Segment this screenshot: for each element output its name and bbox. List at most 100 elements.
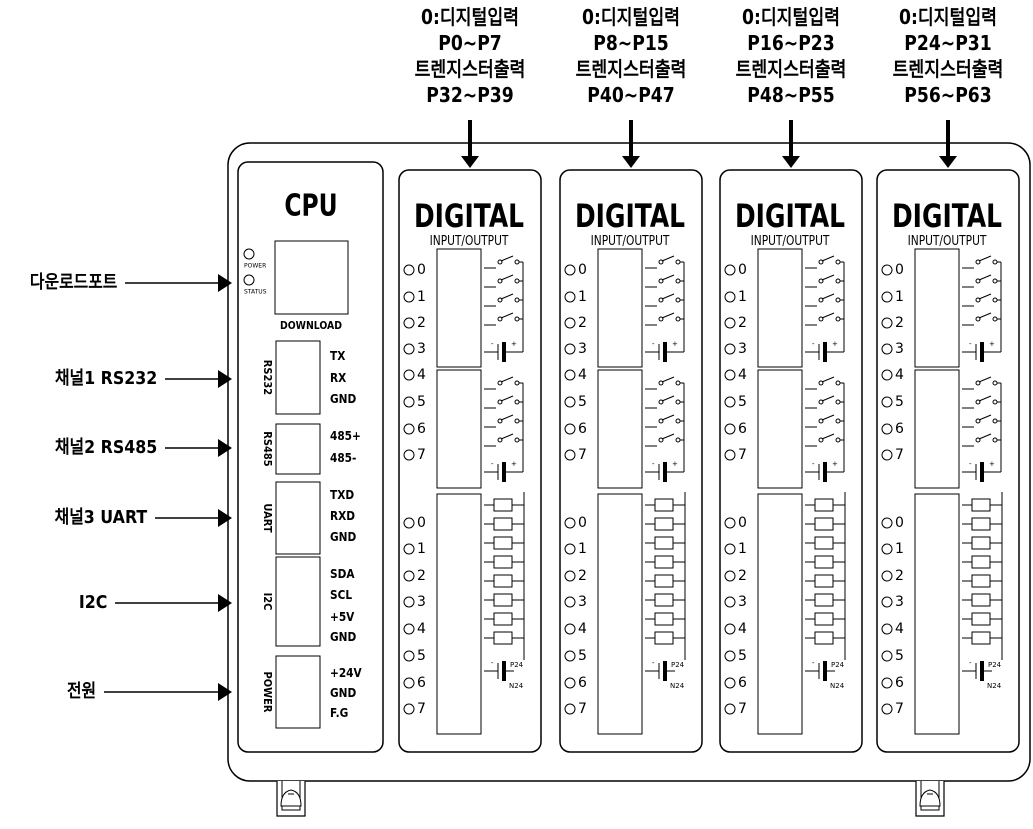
- input-led: [724, 264, 736, 276]
- switch-contact: [835, 418, 841, 424]
- output-led: [403, 543, 415, 555]
- output-led: [724, 703, 736, 715]
- switch-contact: [675, 437, 681, 443]
- output-led: [724, 596, 736, 608]
- load-resistor: [654, 574, 674, 588]
- switch-blade: [821, 255, 835, 262]
- port-name-rs232: RS232: [261, 360, 274, 395]
- battery-sign: +: [832, 340, 838, 348]
- battery-sign: -: [652, 460, 655, 468]
- switch-contact: [992, 316, 998, 322]
- input-led: [564, 449, 576, 461]
- input-number: 6: [895, 421, 904, 437]
- battery-sign: +: [511, 460, 517, 468]
- p24-label: P24: [510, 661, 524, 669]
- header-line: 0:디지털입력: [582, 5, 680, 29]
- switch-blade: [661, 255, 675, 262]
- right-arrow-head: [218, 509, 232, 527]
- pin-label: +5V: [330, 611, 355, 625]
- switch-contact: [675, 297, 681, 303]
- download-port: [274, 240, 349, 315]
- switch-blade: [500, 414, 514, 421]
- input-number: 7: [738, 447, 747, 463]
- mounting-clip-inner: [281, 781, 301, 811]
- switch-contact: [514, 418, 520, 424]
- battery-sign: -: [812, 460, 815, 468]
- pin-label: RXD: [330, 510, 355, 524]
- output-led: [564, 677, 576, 689]
- switch-blade: [500, 376, 514, 383]
- output-led: [564, 543, 576, 555]
- output-led: [724, 677, 736, 689]
- pin-label: GND: [330, 393, 356, 407]
- switch-blade: [661, 376, 675, 383]
- input-number: 3: [417, 341, 426, 357]
- switch-contact: [675, 380, 681, 386]
- battery-sign: -: [969, 460, 972, 468]
- input-number: 2: [578, 315, 587, 331]
- output-led: [881, 570, 893, 582]
- input-number: 3: [578, 341, 587, 357]
- load-resistor: [654, 498, 674, 512]
- power-led-label: POWER: [244, 263, 266, 270]
- input-led: [881, 264, 893, 276]
- switch-blade: [978, 376, 992, 383]
- input-number: 7: [417, 447, 426, 463]
- output-number: 3: [578, 594, 587, 610]
- output-led: [564, 517, 576, 529]
- output-led: [403, 703, 415, 715]
- battery-sign: +: [832, 460, 838, 468]
- input-number: 0: [417, 262, 426, 278]
- output-led: [403, 623, 415, 635]
- input-number: 4: [895, 367, 904, 383]
- output-number: 4: [417, 621, 426, 637]
- switch-contact: [514, 297, 520, 303]
- header-line: 0:디지털입력: [421, 5, 519, 29]
- load-resistor: [814, 593, 834, 607]
- input-number: 5: [417, 394, 426, 410]
- output-number: 2: [578, 568, 587, 584]
- input-number: 0: [578, 262, 587, 278]
- header-line: P40~P47: [587, 83, 675, 107]
- switch-contact: [992, 259, 998, 265]
- header-line: 트렌지스터출력: [575, 57, 687, 81]
- supply-plate-thick: [823, 661, 827, 681]
- battery-plate-thick: [663, 462, 667, 482]
- connector-rs232: [275, 340, 321, 415]
- module-subtitle: INPUT/OUTPUT: [908, 233, 987, 248]
- output-number: 3: [417, 594, 426, 610]
- input-number: 5: [895, 394, 904, 410]
- switch-blade: [821, 395, 835, 402]
- n24-label: N24: [509, 682, 524, 690]
- output-led: [881, 623, 893, 635]
- module-title: DIGITAL: [414, 197, 524, 235]
- input-led: [564, 396, 576, 408]
- side-label: 전원: [66, 681, 96, 702]
- output-number: 5: [578, 648, 587, 664]
- module-subtitle: INPUT/OUTPUT: [751, 233, 830, 248]
- pin-label: GND: [330, 631, 356, 645]
- load-resistor: [971, 612, 991, 626]
- output-number: 3: [895, 594, 904, 610]
- battery-sign: +: [511, 340, 517, 348]
- header-line: P8~P15: [593, 31, 669, 55]
- output-terminal-block: [914, 493, 960, 735]
- input-number: 1: [738, 289, 747, 305]
- battery-sign: +: [989, 460, 995, 468]
- input-led: [564, 291, 576, 303]
- status-led-label: STATUS: [244, 289, 267, 296]
- output-number: 2: [895, 568, 904, 584]
- switch-contact: [835, 399, 841, 405]
- input-terminal-block: [597, 369, 643, 489]
- supply-plate-thick: [980, 661, 984, 681]
- switch-contact: [835, 259, 841, 265]
- pin-label: SCL: [330, 589, 352, 603]
- download-label: DOWNLOAD: [280, 321, 342, 333]
- switch-contact: [835, 437, 841, 443]
- output-number: 1: [895, 541, 904, 557]
- battery-plate-thick: [502, 462, 506, 482]
- load-resistor: [814, 574, 834, 588]
- load-resistor: [493, 536, 513, 550]
- load-resistor: [814, 612, 834, 626]
- header-line: P24~P31: [904, 31, 992, 55]
